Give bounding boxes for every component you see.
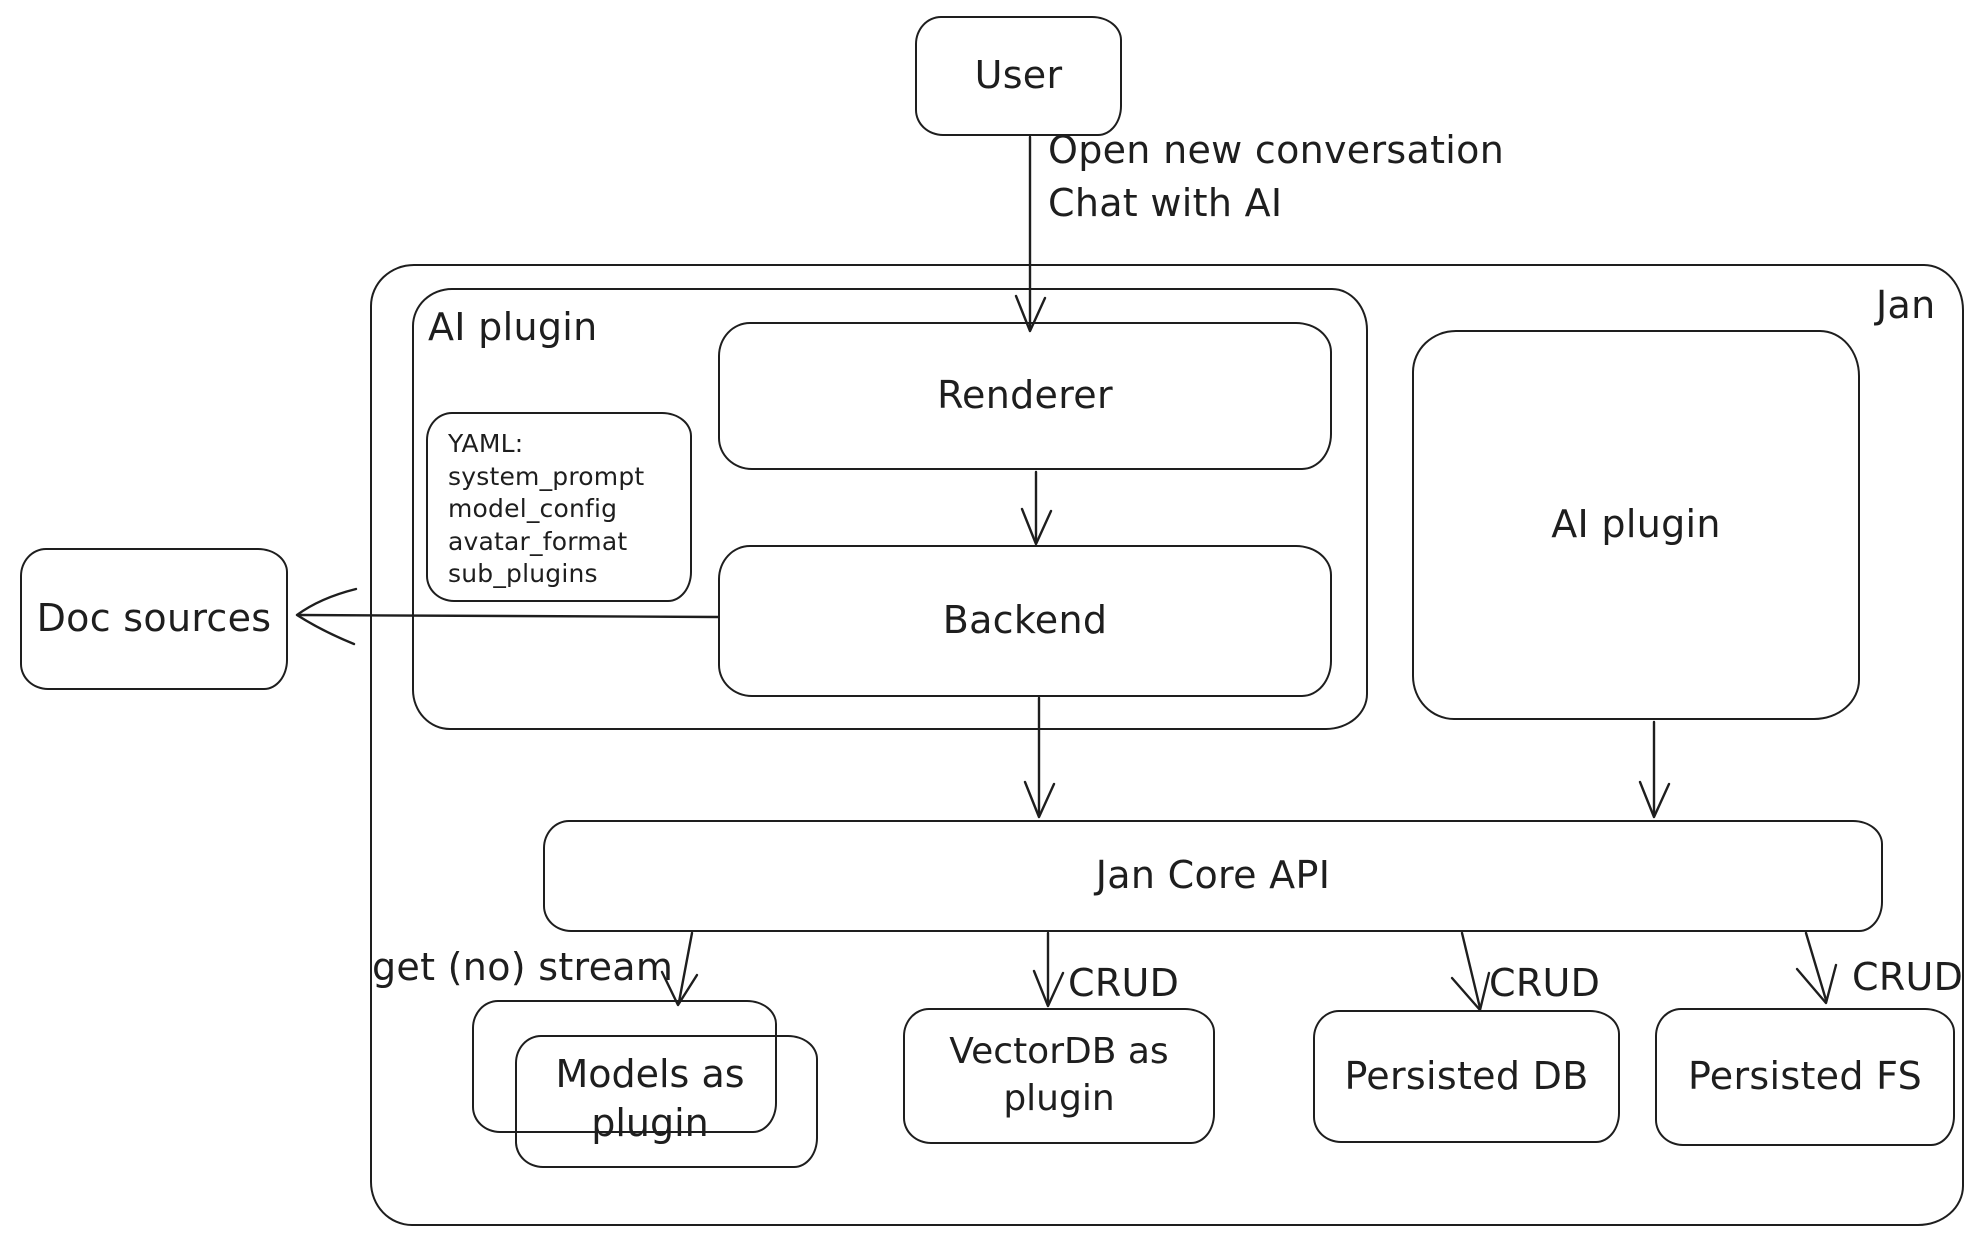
edge-label-line: Open new conversation — [1048, 128, 1505, 172]
node-user: User — [915, 16, 1122, 136]
edge-label-line: Chat with AI — [1048, 181, 1283, 226]
ai-plugin-group-container — [412, 288, 1368, 730]
node-jan-core-api-label: Jan Core API — [1095, 853, 1331, 898]
node-persisted-db-label: Persisted DB — [1344, 1053, 1589, 1098]
yaml-note-box — [426, 412, 692, 602]
node-doc-sources: Doc sources — [20, 548, 288, 690]
edge-label-user-to-renderer: Open new conversation Chat with AI — [1048, 124, 1504, 230]
node-backend: Backend — [718, 545, 1332, 697]
node-persisted-fs-label: Persisted FS — [1687, 1054, 1923, 1099]
node-renderer-label: Renderer — [937, 373, 1113, 418]
node-vectordb-plugin: VectorDB as plugin — [903, 1008, 1215, 1144]
yaml-line: avatar_format — [448, 526, 628, 556]
node-models-plugin-label: Models as plugin — [555, 1052, 745, 1146]
node-vectordb-plugin-label: VectorDB as plugin — [949, 1031, 1169, 1119]
node-models-plugin-back — [472, 1000, 777, 1133]
node-persisted-db: Persisted DB — [1313, 1010, 1620, 1143]
jan-container — [370, 264, 1964, 1226]
node-persisted-fs: Persisted FS — [1655, 1008, 1955, 1146]
node-ai-plugin-right: AI plugin — [1412, 330, 1860, 720]
edge-label-get-no-stream: get (no) stream — [372, 945, 674, 989]
node-backend-label: Backend — [942, 598, 1108, 643]
yaml-line: model_config — [448, 494, 618, 523]
jan-container-label: Jan — [1876, 283, 1936, 327]
edge-label-crud-vectordb: CRUD — [1068, 961, 1180, 1005]
yaml-line: sub_plugins — [448, 559, 598, 588]
edge-label-crud-persisted-fs: CRUD — [1852, 955, 1964, 999]
ai-plugin-group-label: AI plugin — [428, 305, 598, 349]
yaml-line: YAML: — [448, 429, 524, 458]
node-jan-core-api: Jan Core API — [543, 820, 1883, 932]
node-user-label: User — [974, 53, 1063, 98]
yaml-note-text: YAML: system_prompt model_config avatar_… — [448, 428, 644, 591]
node-models-plugin-front — [515, 1035, 818, 1168]
node-ai-plugin-right-label: AI plugin — [1551, 502, 1721, 547]
node-doc-sources-label: Doc sources — [36, 596, 272, 641]
node-renderer: Renderer — [718, 322, 1332, 470]
edge-label-crud-persisted-db: CRUD — [1489, 961, 1601, 1005]
yaml-line: system_prompt — [448, 461, 645, 491]
